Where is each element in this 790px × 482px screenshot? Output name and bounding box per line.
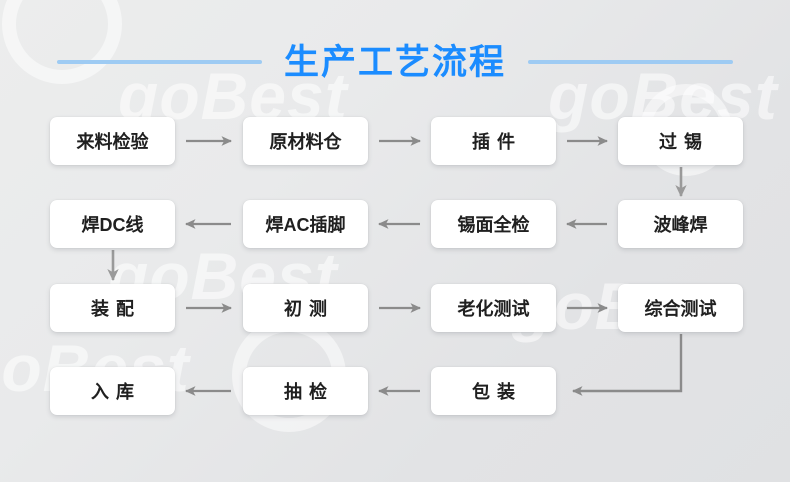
flow-node-initial-test[interactable]: 初测: [243, 284, 368, 332]
title-rule-left: [56, 60, 262, 64]
flow-node-sampling-inspection[interactable]: 抽检: [243, 367, 368, 415]
flow-node-raw-material-warehouse[interactable]: 原材料仓: [243, 117, 368, 165]
flow-node-tinning[interactable]: 过锡: [618, 117, 743, 165]
flow-node-packaging[interactable]: 包装: [431, 367, 556, 415]
flow-node-aging-test[interactable]: 老化测试: [431, 284, 556, 332]
flow-node-wave-soldering[interactable]: 波峰焊: [618, 200, 743, 248]
page-header: 生产工艺流程: [0, 34, 790, 90]
page-title: 生产工艺流程: [283, 42, 506, 82]
flow-node-insertion[interactable]: 插件: [431, 117, 556, 165]
flow-node-warehousing[interactable]: 入库: [50, 367, 175, 415]
flow-node-solder-dc-wire[interactable]: 焊DC线: [50, 200, 175, 248]
flow-node-incoming-inspection[interactable]: 来料检验: [50, 117, 175, 165]
flow-node-comprehensive-test[interactable]: 综合测试: [618, 284, 743, 332]
title-rule-right: [528, 60, 733, 64]
flow-node-tin-surface-inspection[interactable]: 锡面全检: [431, 200, 556, 248]
flow-node-assembly[interactable]: 装配: [50, 284, 175, 332]
flow-node-solder-ac-pin[interactable]: 焊AC插脚: [243, 200, 368, 248]
